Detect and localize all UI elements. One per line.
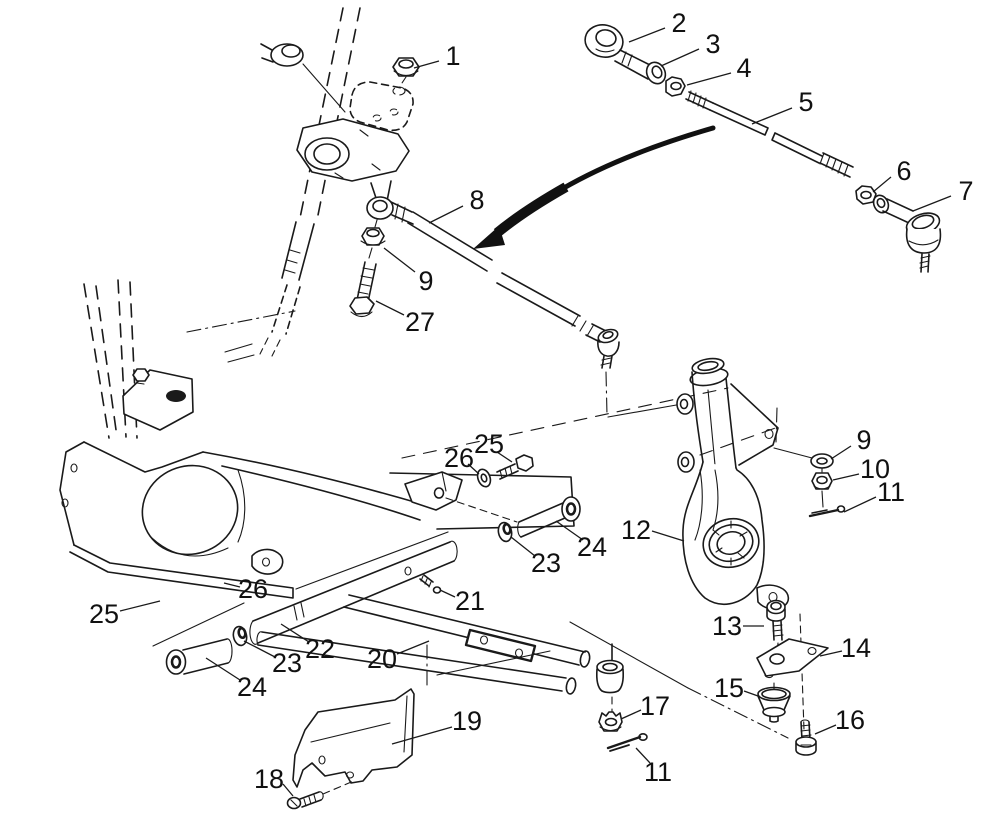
steering-plate bbox=[296, 76, 414, 202]
callout-label-12-13: 12 bbox=[621, 515, 651, 545]
callout-leader-23-22 bbox=[243, 640, 276, 658]
callout-label-3-2: 3 bbox=[705, 29, 720, 59]
callout-leader-18-26 bbox=[282, 783, 294, 797]
callout-leader-22-21 bbox=[280, 623, 310, 643]
callout-label-13-29: 13 bbox=[712, 611, 742, 641]
callout-leader-25-14 bbox=[496, 451, 513, 463]
steering-knuckle bbox=[676, 357, 813, 610]
frame bbox=[59, 279, 782, 647]
callout-label-4-3: 4 bbox=[736, 53, 751, 83]
callout-label-11-28: 11 bbox=[644, 757, 672, 787]
callout-leader-9-10 bbox=[830, 445, 852, 460]
tie-rod-inner bbox=[366, 196, 683, 418]
callout-label-8-7: 8 bbox=[469, 185, 484, 215]
callout-label-14-30: 14 bbox=[841, 633, 871, 663]
callout-leader-17-27 bbox=[620, 709, 642, 720]
callout-leader-24-16 bbox=[555, 520, 584, 541]
callout-leader-23-17 bbox=[510, 536, 536, 557]
lower-balljoint-hardware bbox=[756, 599, 829, 756]
screw-18 bbox=[286, 779, 357, 810]
grease-fitting-21 bbox=[419, 574, 442, 594]
callout-label-24-23: 24 bbox=[237, 672, 267, 702]
callout-label-26-19: 26 bbox=[238, 574, 268, 604]
callout-leader-15-31 bbox=[743, 690, 759, 697]
callout-label-1-0: 1 bbox=[445, 41, 460, 71]
callout-label-23-22: 23 bbox=[272, 648, 302, 678]
callout-label-10-11: 10 bbox=[860, 454, 890, 484]
callout-leader-25-20 bbox=[119, 600, 161, 612]
callout-leader-19-25 bbox=[391, 726, 453, 745]
callout-leader-6-5 bbox=[872, 176, 892, 193]
callout-label-9-10: 9 bbox=[856, 425, 871, 455]
callout-leader-21-18 bbox=[439, 589, 456, 598]
callout-label-18-26: 18 bbox=[254, 764, 284, 794]
callout-leader-24-23 bbox=[205, 657, 241, 681]
callout-leader-2-1 bbox=[628, 27, 666, 43]
callout-leader-26-19 bbox=[223, 582, 241, 588]
callout-label-25-14: 25 bbox=[474, 429, 504, 459]
callout-label-21-18: 21 bbox=[455, 586, 485, 616]
callout-leader-8-7 bbox=[428, 205, 464, 224]
callout-label-5-4: 5 bbox=[798, 87, 813, 117]
upper-mount-hardware bbox=[404, 454, 534, 523]
callout-leader-20-24 bbox=[396, 640, 430, 655]
callout-leader-11-12 bbox=[843, 496, 877, 513]
callout-leader-27-9 bbox=[375, 300, 405, 316]
column-cap bbox=[260, 43, 346, 113]
a-arm-assembly bbox=[165, 496, 625, 715]
callout-leader-26-15 bbox=[467, 463, 480, 475]
callout-label-7-6: 7 bbox=[958, 176, 973, 206]
callout-leader-7-6 bbox=[912, 195, 952, 212]
callout-leader-3-2 bbox=[660, 48, 700, 67]
cotter-pin-11-bottom bbox=[606, 732, 648, 752]
bolt-27 bbox=[349, 261, 377, 318]
nut-1 bbox=[392, 57, 420, 77]
callout-label-25-20: 25 bbox=[89, 599, 119, 629]
callout-leader-14-30 bbox=[819, 650, 843, 657]
callout-label-22-21: 22 bbox=[305, 634, 335, 664]
callout-leader-5-4 bbox=[751, 107, 793, 125]
callout-label-26-15: 26 bbox=[444, 443, 474, 473]
callout-label-23-17: 23 bbox=[531, 548, 561, 578]
callout-leader-16-32 bbox=[814, 724, 837, 735]
callout-label-11-12: 11 bbox=[877, 477, 905, 507]
spindle-hardware-right bbox=[808, 453, 846, 518]
nut-4-shape bbox=[665, 76, 686, 97]
callout-leader-9-8 bbox=[383, 247, 416, 273]
callout-leader-4-3 bbox=[686, 72, 732, 86]
tie-rod-outer-assembly bbox=[584, 24, 942, 273]
guard-19 bbox=[292, 644, 428, 788]
nut-9-left bbox=[360, 219, 386, 259]
callout-label-19-25: 19 bbox=[452, 706, 482, 736]
callout-leader-10-11 bbox=[832, 473, 860, 481]
callout-label-2-1: 2 bbox=[671, 8, 686, 38]
callout-label-9-8: 9 bbox=[418, 266, 433, 296]
callout-leader-12-13 bbox=[651, 530, 685, 542]
callout-leader-11-28 bbox=[635, 747, 651, 764]
callout-label-16-32: 16 bbox=[835, 705, 865, 735]
callout-label-6-5: 6 bbox=[896, 156, 911, 186]
callout-label-15-31: 15 bbox=[714, 673, 744, 703]
assembly-axis-lines bbox=[436, 613, 805, 739]
steering-column bbox=[224, 7, 361, 363]
callout-label-20-24: 20 bbox=[367, 644, 397, 674]
callout-label-24-16: 24 bbox=[577, 532, 607, 562]
callout-leader-1-0 bbox=[413, 60, 440, 69]
column-mount-plate bbox=[122, 369, 194, 431]
callout-label-27-9: 27 bbox=[405, 307, 435, 337]
callout-label-17-27: 17 bbox=[640, 691, 670, 721]
castle-nut-17 bbox=[598, 711, 623, 732]
callout-layer: 1234567892791011122526242321262522232420… bbox=[89, 8, 974, 797]
direction-arrow bbox=[473, 125, 716, 249]
